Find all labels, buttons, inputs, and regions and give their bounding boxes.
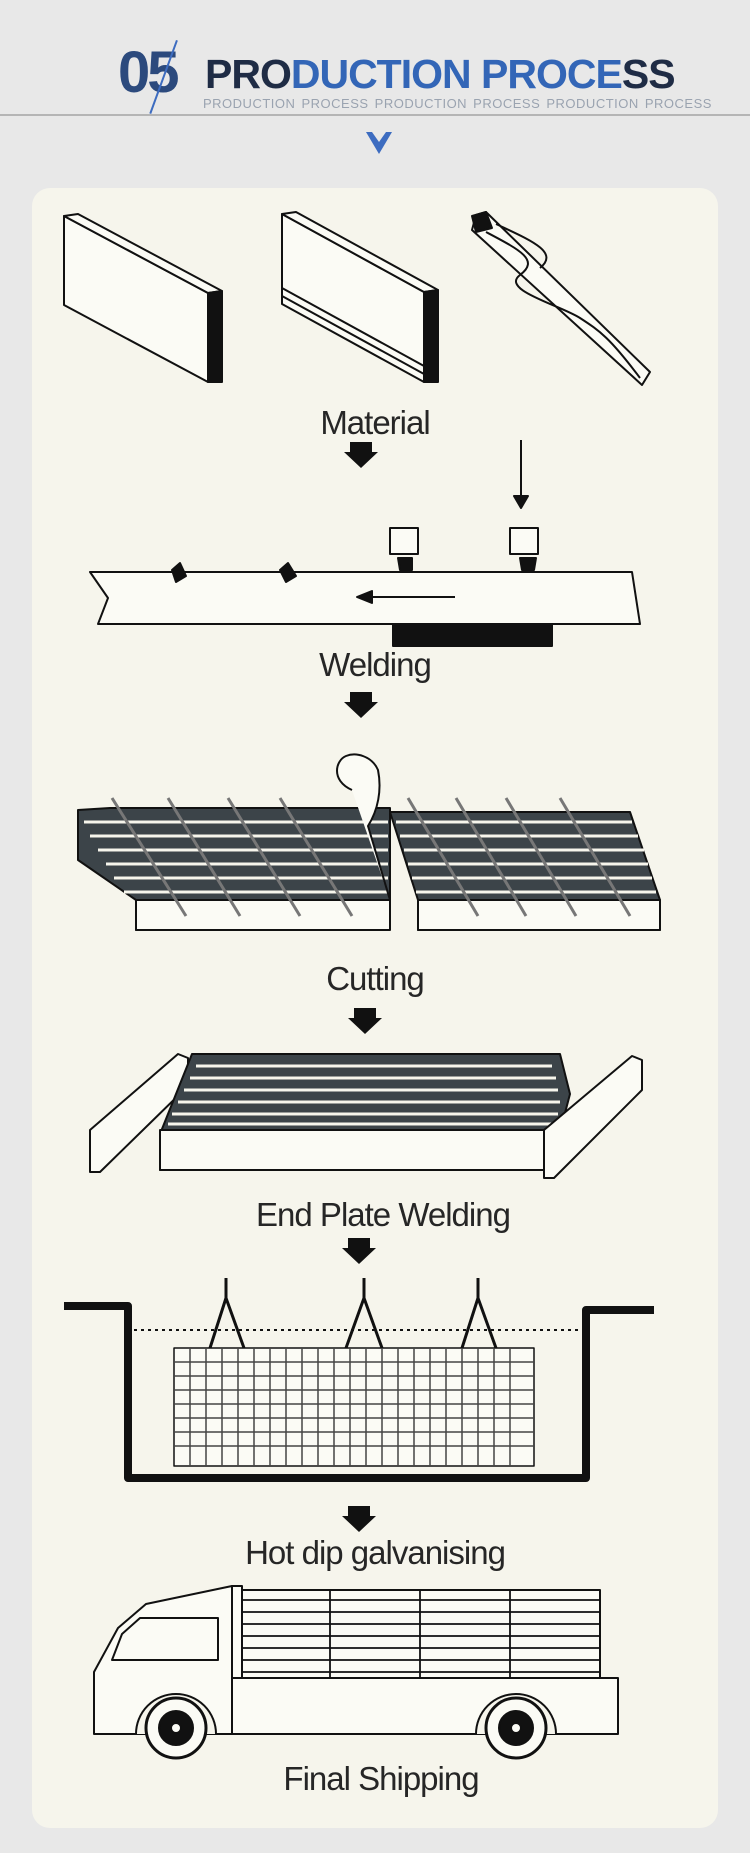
arrow-down-icon: [342, 1238, 376, 1264]
step-label-welding: Welding: [0, 648, 750, 681]
flat-bar-illustration: [64, 214, 222, 382]
truck-illustration: [94, 1586, 618, 1758]
twisted-bar-illustration: [472, 212, 650, 385]
step-label-end-plate-welding: End Plate Welding: [8, 1198, 750, 1231]
galvanising-tank-illustration: [64, 1278, 654, 1478]
end-plate-welding-illustration: [90, 1054, 642, 1178]
cutting-illustration: [78, 755, 660, 930]
arrow-down-icon: [344, 442, 378, 468]
arrow-down-icon: [342, 1506, 376, 1532]
welding-illustration: [90, 440, 640, 646]
step-label-material: Material: [0, 406, 750, 439]
step-label-final-shipping: Final Shipping: [6, 1762, 750, 1795]
step-label-hot-dip-galvanising: Hot dip galvanising: [0, 1536, 750, 1569]
arrow-down-icon: [348, 1008, 382, 1034]
arrow-down-icon: [344, 692, 378, 718]
step-label-cutting: Cutting: [0, 962, 750, 995]
i-bar-illustration: [282, 212, 438, 382]
